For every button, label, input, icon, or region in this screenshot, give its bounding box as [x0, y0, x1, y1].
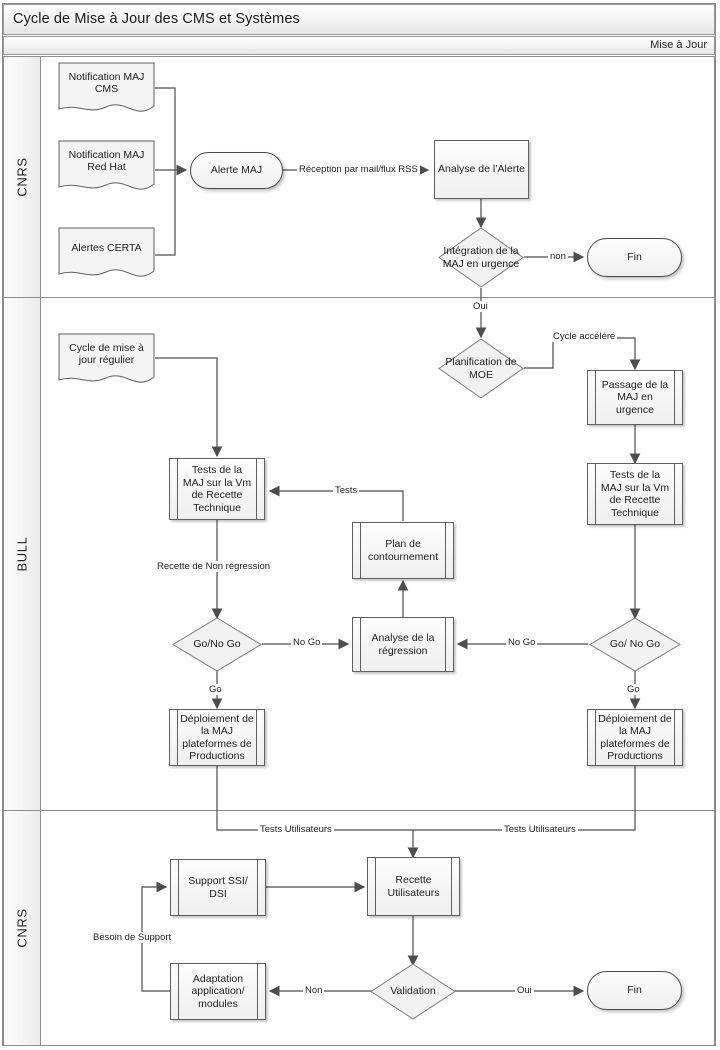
node-recette-utilisateurs[interactable]: Recette Utilisateurs	[367, 857, 460, 916]
node-label: Cycle de mise à jour régulier	[69, 341, 144, 367]
page-title: Cycle de Mise à Jour des CMS et Systèmes	[13, 11, 300, 27]
edge-label-besoin-de-support: Besoin de Support	[91, 932, 174, 943]
edge-label-go-left: Go	[207, 684, 224, 695]
node-label: Alerte MAJ	[210, 164, 263, 177]
edge-label-reception: Réception par mail/flux RSS	[297, 164, 420, 175]
node-passage-maj-urgence[interactable]: Passage de la MAJ en urgence	[587, 370, 683, 425]
edge-label-oui-top: Oui	[471, 301, 490, 312]
node-label: Fin	[627, 251, 642, 264]
node-validation[interactable]: Validation	[370, 963, 456, 1020]
node-label: Go/ No Go	[609, 638, 661, 651]
node-cycle-mise-a-jour-regulier[interactable]: Cycle de mise à jour régulier	[58, 333, 155, 391]
lane-header-bull: BULL	[4, 298, 41, 810]
node-label: Déploiement de la MAJ plateformes de Pro…	[598, 712, 672, 763]
lane-label: CNRS	[14, 908, 30, 948]
edge-label-tests: Tests	[333, 485, 360, 496]
node-tests-vm-recette-right[interactable]: Tests de la MAJ sur la Vm de Recette Tec…	[587, 463, 683, 525]
node-fin-top[interactable]: Fin	[587, 238, 682, 277]
node-label: Tests de la MAJ sur la Vm de Recette Tec…	[600, 469, 670, 519]
node-alertes-certa[interactable]: Alertes CERTA	[58, 227, 155, 285]
node-label: Intégration de la MAJ en urgence	[442, 245, 520, 270]
lane-header-cnrs-top: CNRS	[4, 57, 41, 297]
lane-label: CNRS	[14, 157, 30, 197]
node-notification-maj-redhat[interactable]: Notification MAJ Red Hat	[58, 140, 155, 198]
node-fin-bottom[interactable]: Fin	[587, 971, 682, 1010]
edge-label-tests-utilisateurs-left: Tests Utilisateurs	[258, 824, 334, 835]
phase-label: Mise à Jour	[650, 39, 707, 51]
lane-label: BULL	[14, 536, 30, 572]
decision-shape	[172, 617, 262, 672]
node-label: Plan de contournement	[367, 538, 439, 563]
lane-cnrs-bottom: CNRS	[3, 810, 715, 1046]
edge-label-nogo-left: No Go	[291, 637, 323, 648]
phase-bar: Mise à Jour	[3, 36, 715, 55]
node-label: Analyse de la régression	[371, 632, 435, 657]
node-alerte-maj[interactable]: Alerte MAJ	[190, 152, 283, 189]
decision-shape	[589, 617, 681, 672]
node-label: Notification MAJ CMS	[68, 70, 145, 96]
node-support-ssi-dsi[interactable]: Support SSI/ DSI	[170, 859, 266, 916]
document-shape	[58, 62, 155, 112]
node-planification-moe[interactable]: Planification de MOE	[438, 338, 524, 399]
node-analyse-alerte[interactable]: Analyse de l’Alerte	[434, 140, 529, 199]
edge-label-oui-bottom: Oui	[515, 985, 534, 996]
edge-label-non-bottom: Non	[303, 985, 325, 996]
diagram-title-bar: Cycle de Mise à Jour des CMS et Systèmes	[3, 4, 715, 35]
node-label: Tests de la MAJ sur la Vm de Recette Tec…	[182, 464, 252, 514]
edge-label-nogo-right: No Go	[506, 637, 538, 648]
node-go-nogo-left[interactable]: Go/No Go	[172, 617, 262, 672]
decision-shape	[438, 338, 524, 399]
node-label: Recette Utilisateurs	[387, 874, 440, 899]
node-notification-maj-cms[interactable]: Notification MAJ CMS	[58, 62, 155, 120]
node-label: Support SSI/ DSI	[188, 875, 248, 900]
node-label: Fin	[627, 984, 642, 997]
node-label: Passage de la MAJ en urgence	[601, 378, 669, 416]
node-analyse-regression[interactable]: Analyse de la régression	[352, 617, 454, 672]
node-label: Analyse de l’Alerte	[438, 163, 525, 176]
node-adaptation-application[interactable]: Adaptation application/ modules	[170, 963, 266, 1020]
document-shape	[58, 227, 155, 277]
edge-label-non-top: non	[548, 251, 568, 262]
decision-shape	[370, 963, 456, 1020]
lane-header-cnrs-bottom: CNRS	[4, 811, 41, 1045]
edge-label-tests-utilisateurs-right: Tests Utilisateurs	[502, 824, 578, 835]
document-shape	[58, 140, 155, 190]
node-label: Notification MAJ Red Hat	[68, 148, 145, 174]
edge-label-cycle-accelere: Cycle accéléré	[551, 331, 618, 342]
node-label: Déploiement de la MAJ plateformes de Pro…	[180, 712, 254, 763]
node-label: Alertes CERTA	[71, 241, 142, 254]
node-go-nogo-right[interactable]: Go/ No Go	[589, 617, 681, 672]
node-label: Validation	[390, 985, 436, 998]
document-shape	[58, 333, 155, 383]
node-plan-contournement[interactable]: Plan de contournement	[352, 522, 454, 579]
node-tests-vm-recette-left[interactable]: Tests de la MAJ sur la Vm de Recette Tec…	[169, 458, 265, 520]
node-integration-maj-urgence[interactable]: Intégration de la MAJ en urgence	[438, 227, 524, 288]
node-label: Planification de MOE	[445, 356, 517, 381]
node-label: Go/No Go	[193, 638, 241, 651]
node-deploiement-maj-right[interactable]: Déploiement de la MAJ plateformes de Pro…	[587, 709, 683, 766]
decision-shape	[438, 227, 524, 288]
node-label: Adaptation application/ modules	[191, 972, 245, 1010]
edge-label-recette-non-regression: Recette de Non régression	[155, 561, 273, 572]
node-deploiement-maj-left[interactable]: Déploiement de la MAJ plateformes de Pro…	[169, 709, 265, 766]
edge-label-go-right: Go	[625, 684, 642, 695]
